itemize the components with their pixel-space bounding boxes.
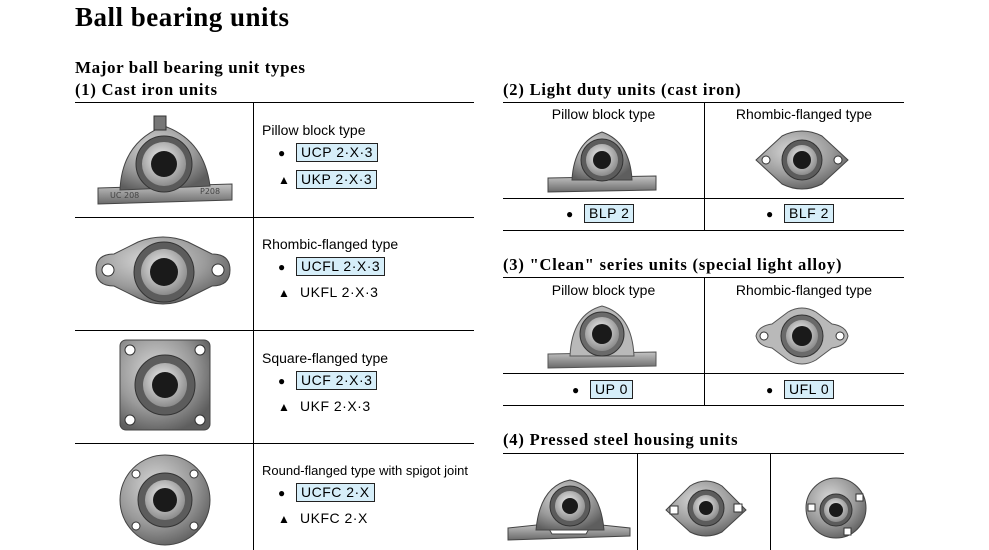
- code-blp: BLP 2: [584, 204, 635, 223]
- row-label-square-flanged: Square-flanged type: [262, 350, 389, 366]
- section3-heading: (3) "Clean" series units (special light …: [503, 255, 843, 274]
- code-blf: BLF 2: [784, 204, 834, 223]
- circle-marker-icon: ●: [278, 485, 286, 500]
- circle-marker-icon: ●: [278, 373, 286, 388]
- code-ufl: UFL 0: [784, 380, 835, 399]
- clean-rhombic-image: [752, 304, 852, 370]
- section2-bottom-rule: [503, 230, 904, 231]
- square-flanged-unit-image: [116, 336, 216, 436]
- item-ufl: ● UFL 0: [766, 380, 835, 399]
- light-duty-pillow-image: [544, 126, 660, 194]
- item-ucp: ● UCP 2·X·3: [278, 143, 378, 162]
- pillow-block-unit-image: UC 208 P208: [92, 112, 238, 206]
- triangle-marker-icon: ▲: [278, 172, 290, 187]
- circle-marker-icon: ●: [766, 206, 774, 221]
- section4-top-rule: [503, 453, 904, 454]
- code-ukfl: UKFL 2·X·3: [300, 284, 379, 300]
- section3-bottom-rule: [503, 405, 904, 406]
- section2-heading: (2) Light duty units (cast iron): [503, 80, 742, 99]
- section4-column-divider: [770, 454, 771, 550]
- code-ucf: UCF 2·X·3: [296, 371, 378, 390]
- row-label-rhombic-flanged: Rhombic-flanged type: [262, 236, 399, 252]
- section3-code-divider: [503, 373, 904, 374]
- rhombic-flanged-unit-image: [88, 228, 238, 318]
- circle-marker-icon: ●: [278, 259, 286, 274]
- item-ukfc: ▲ UKFC 2·X: [278, 510, 468, 527]
- section3-column-divider: [704, 278, 705, 406]
- section2-col-rhombic: Rhombic-flanged type: [735, 106, 873, 122]
- page-title: Ball bearing units: [75, 2, 290, 32]
- section4-heading: (4) Pressed steel housing units: [503, 430, 739, 449]
- code-up: UP 0: [590, 380, 633, 399]
- clean-pillow-image: [544, 302, 660, 370]
- section2-column-divider: [704, 103, 705, 230]
- section2-code-divider: [503, 198, 904, 199]
- circle-marker-icon: ●: [766, 382, 774, 397]
- section1-row-divider: [75, 330, 474, 331]
- triangle-marker-icon: ▲: [278, 511, 290, 526]
- section3-top-rule: [503, 277, 904, 278]
- item-ucf: ● UCF 2·X·3: [278, 371, 388, 390]
- code-ukp: UKP 2·X·3: [296, 170, 378, 189]
- triangle-marker-icon: ▲: [278, 285, 290, 300]
- section2-top-rule: [503, 102, 904, 103]
- item-ukf: ▲ UKF 2·X·3: [278, 398, 388, 415]
- code-ucp: UCP 2·X·3: [296, 143, 378, 162]
- item-blp: ● BLP 2: [566, 204, 635, 223]
- round-flanged-unit-image: [116, 452, 214, 548]
- item-ukp: ▲ UKP 2·X·3: [278, 170, 378, 189]
- section3-col-pillow: Pillow block type: [551, 282, 656, 298]
- code-ucfl: UCFL 2·X·3: [296, 257, 386, 276]
- row-label-pillow-block: Pillow block type: [262, 122, 366, 138]
- light-duty-rhombic-image: [752, 128, 852, 194]
- row-label-round-flanged: Round-flanged type with spigot joint: [262, 463, 468, 478]
- svg-text:UC 208: UC 208: [110, 191, 139, 200]
- circle-marker-icon: ●: [278, 145, 286, 160]
- item-blf: ● BLF 2: [766, 204, 834, 223]
- section1-row-divider: [75, 443, 474, 444]
- circle-marker-icon: ●: [566, 206, 574, 221]
- pressed-steel-pillow-image: [506, 474, 632, 542]
- code-ukfc: UKFC 2·X: [300, 510, 368, 526]
- section4-column-divider: [637, 454, 638, 550]
- section1-heading: (1) Cast iron units: [75, 80, 218, 99]
- section2-col-pillow: Pillow block type: [551, 106, 656, 122]
- item-ucfl: ● UCFL 2·X·3: [278, 257, 398, 276]
- pressed-steel-round-image: [804, 474, 868, 540]
- section1-top-rule: [75, 102, 474, 103]
- item-ukfl: ▲ UKFL 2·X·3: [278, 284, 398, 301]
- item-up: ● UP 0: [572, 380, 633, 399]
- item-ucfc: ● UCFC 2·X: [278, 483, 468, 502]
- triangle-marker-icon: ▲: [278, 399, 290, 414]
- circle-marker-icon: ●: [572, 382, 580, 397]
- section1-column-divider: [253, 103, 254, 550]
- code-ucfc: UCFC 2·X: [296, 483, 375, 502]
- pressed-steel-rhombic-image: [664, 474, 748, 540]
- section1-row-divider: [75, 217, 474, 218]
- svg-text:P208: P208: [200, 187, 220, 196]
- page-subtitle: Major ball bearing unit types: [75, 58, 306, 77]
- section3-col-rhombic: Rhombic-flanged type: [735, 282, 873, 298]
- code-ukf: UKF 2·X·3: [300, 398, 371, 414]
